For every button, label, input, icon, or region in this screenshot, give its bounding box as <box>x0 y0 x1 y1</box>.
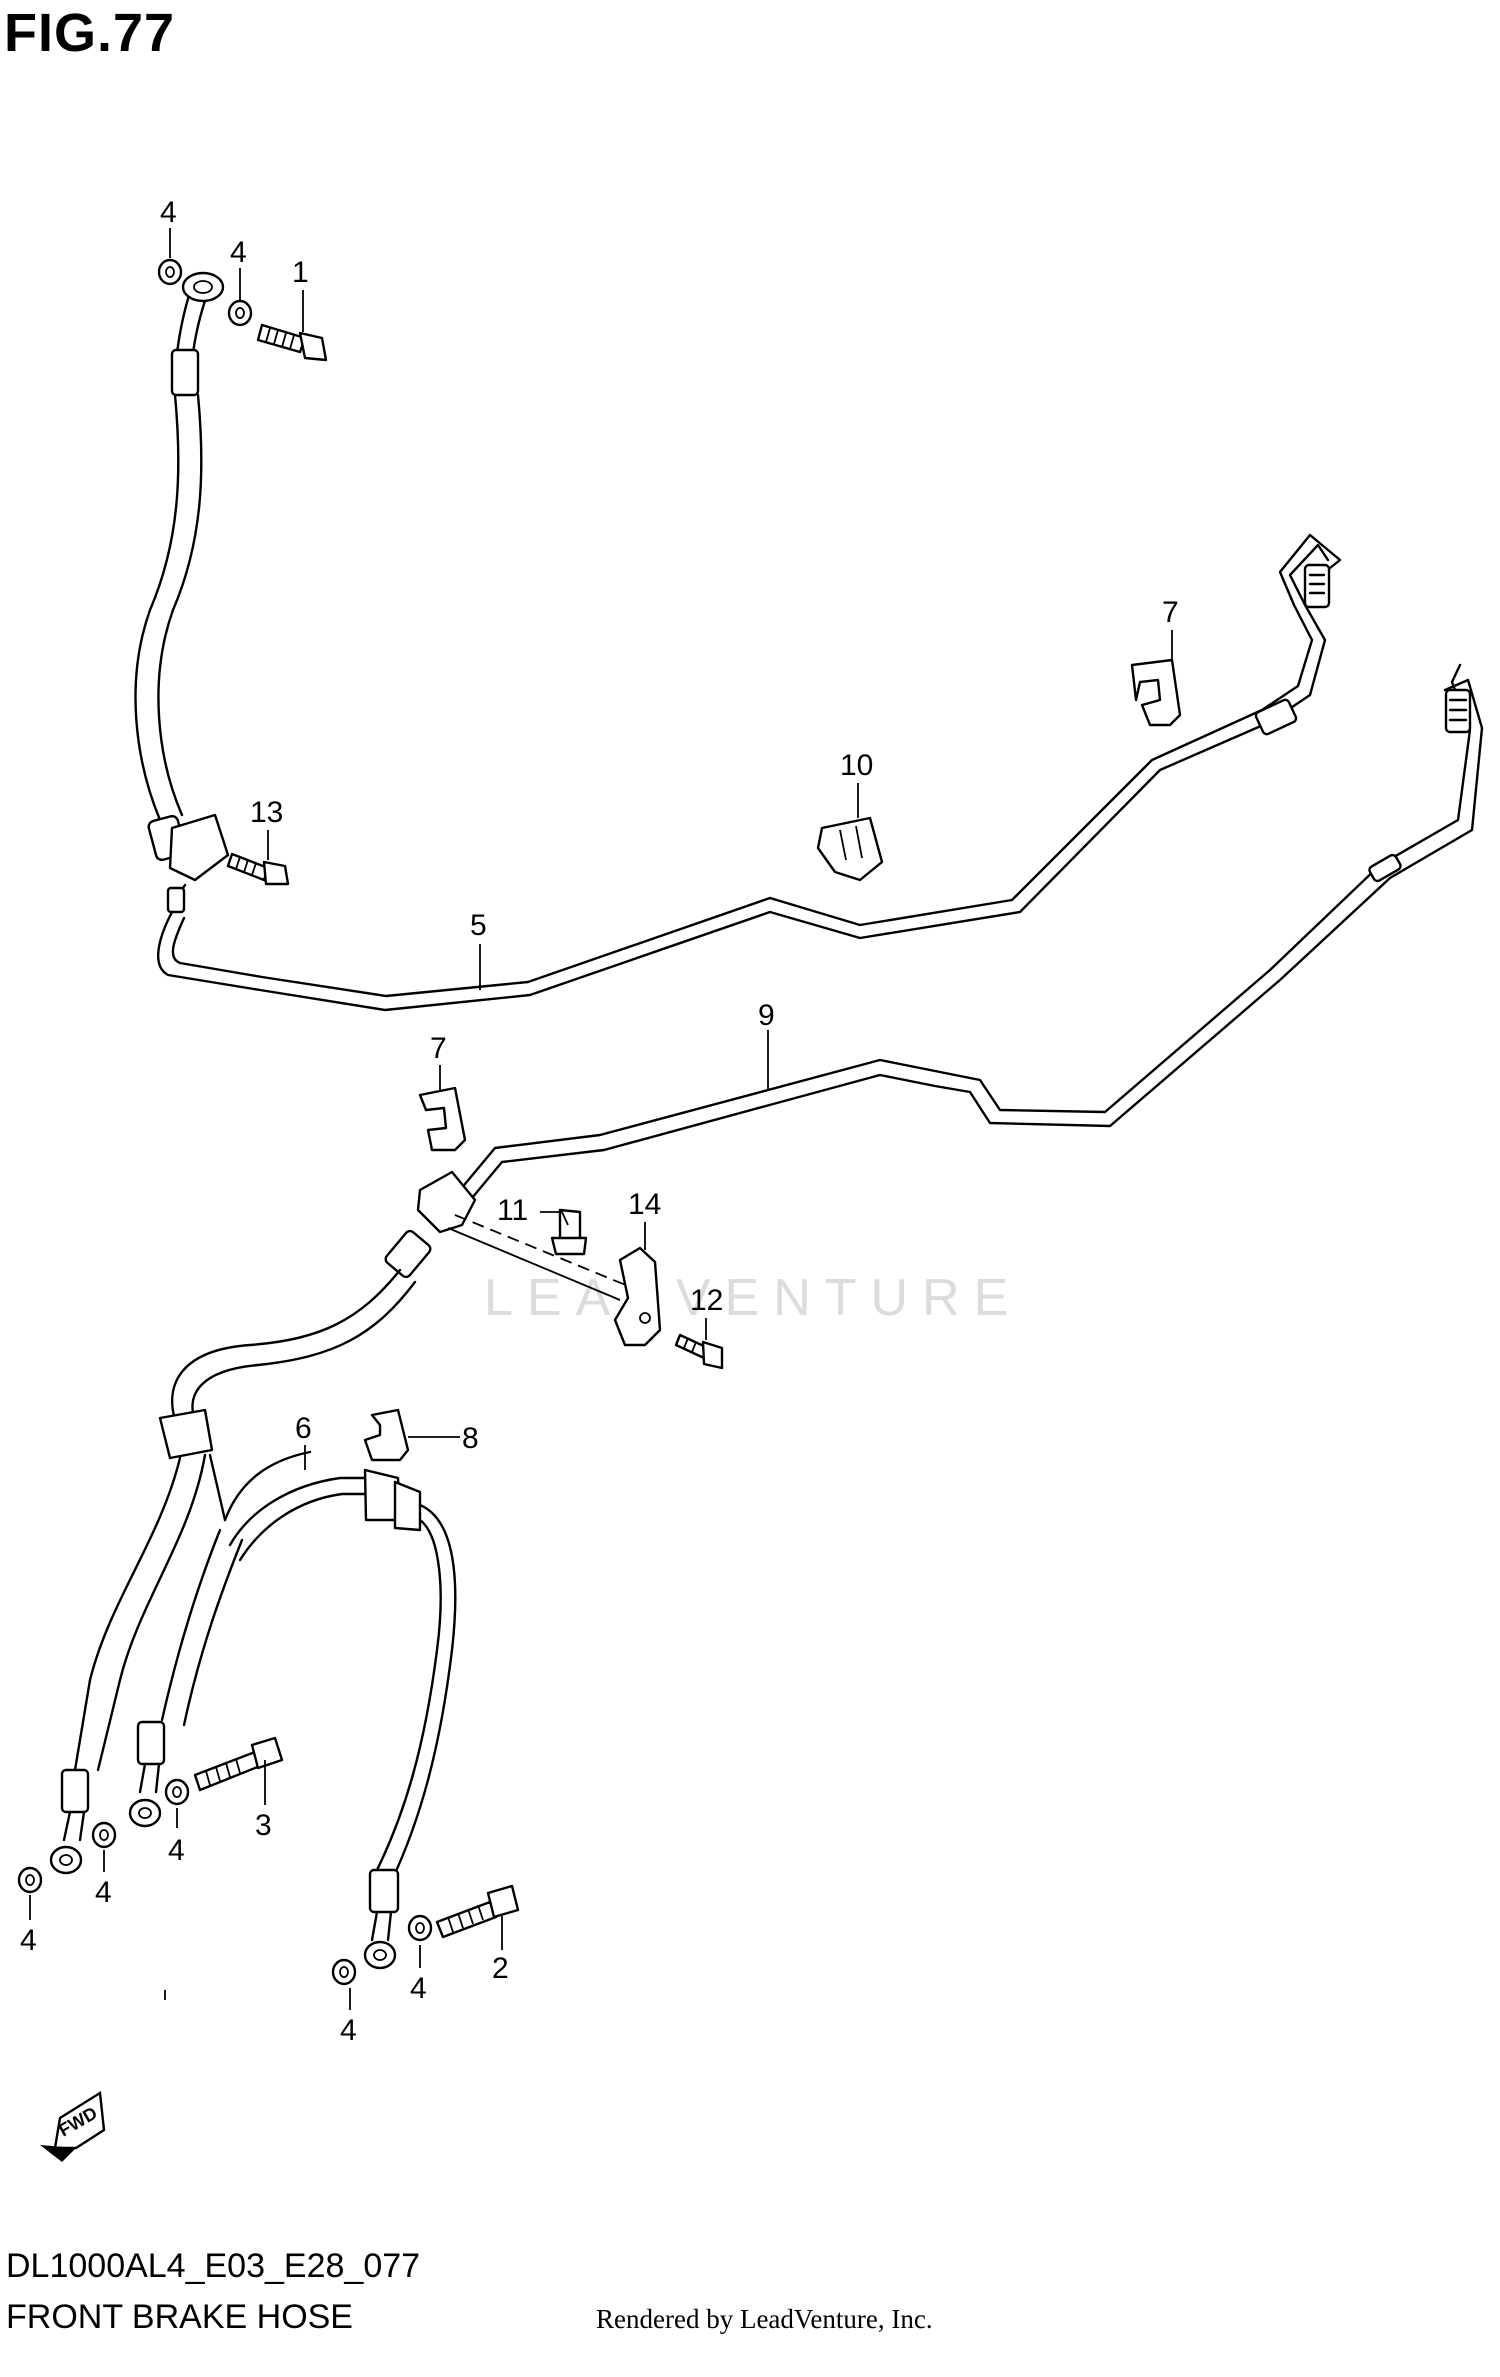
callout-4: 4 <box>230 236 247 269</box>
callout-4: 4 <box>410 1972 427 2005</box>
fwd-arrow-icon: FWD <box>40 2090 106 2162</box>
callout-9: 9 <box>758 999 775 1032</box>
leader-lines <box>29 228 1173 2010</box>
brake-hose-6 <box>228 1468 457 1970</box>
watermark: LEADVENTURE <box>484 1269 1023 1327</box>
clamp-8 <box>363 1408 410 1462</box>
callout-7: 7 <box>1162 596 1179 629</box>
joint-block-middle <box>416 1170 651 1301</box>
joint-block-upper <box>166 813 230 914</box>
callout-3: 3 <box>255 1809 272 1842</box>
callout-4: 4 <box>95 1876 112 1909</box>
figure-title: FIG.77 <box>4 3 176 63</box>
callout-12: 12 <box>690 1284 723 1317</box>
figure-description: FRONT BRAKE HOSE <box>6 2298 353 2336</box>
callout-8: 8 <box>462 1422 479 1455</box>
callout-2: 2 <box>492 1952 509 1985</box>
bolt-2 <box>435 1884 520 1939</box>
callout-4: 4 <box>340 2014 357 2047</box>
brake-pipe-9 <box>458 663 1484 1200</box>
lower-brake-hoses <box>49 1229 432 1875</box>
callout-11: 11 <box>497 1194 528 1227</box>
clamp-7-lower <box>418 1086 467 1152</box>
bolt-3 <box>193 1736 284 1792</box>
callout-4: 4 <box>20 1924 37 1957</box>
bolt-11 <box>550 1208 588 1256</box>
banjo-fitting-top <box>181 271 225 303</box>
brake-pipe-5 <box>157 533 1342 1012</box>
model-code: DL1000AL4_E03_E28_077 <box>6 2247 421 2285</box>
bracket-14 <box>613 1246 662 1347</box>
callout-1: 1 <box>292 256 309 289</box>
callout-10: 10 <box>840 749 873 782</box>
callout-labels: 4 4 1 13 5 7 10 9 7 11 14 12 8 6 3 2 4 4… <box>20 196 1179 2047</box>
clamp-7-upper <box>1130 658 1182 727</box>
bolt-1 <box>256 323 328 362</box>
callout-4: 4 <box>168 1834 185 1867</box>
bolt-13 <box>226 852 290 886</box>
render-credit: Rendered by LeadVenture, Inc. <box>596 2304 933 2334</box>
callout-4: 4 <box>160 196 177 229</box>
callout-6: 6 <box>295 1412 312 1445</box>
upper-brake-hose <box>134 290 210 862</box>
clip-10 <box>816 816 884 882</box>
callout-5: 5 <box>470 909 487 942</box>
callout-14: 14 <box>628 1188 661 1221</box>
bolt-12 <box>674 1333 724 1370</box>
callout-13: 13 <box>250 796 283 829</box>
washers <box>17 258 433 1986</box>
callout-7: 7 <box>430 1032 447 1065</box>
